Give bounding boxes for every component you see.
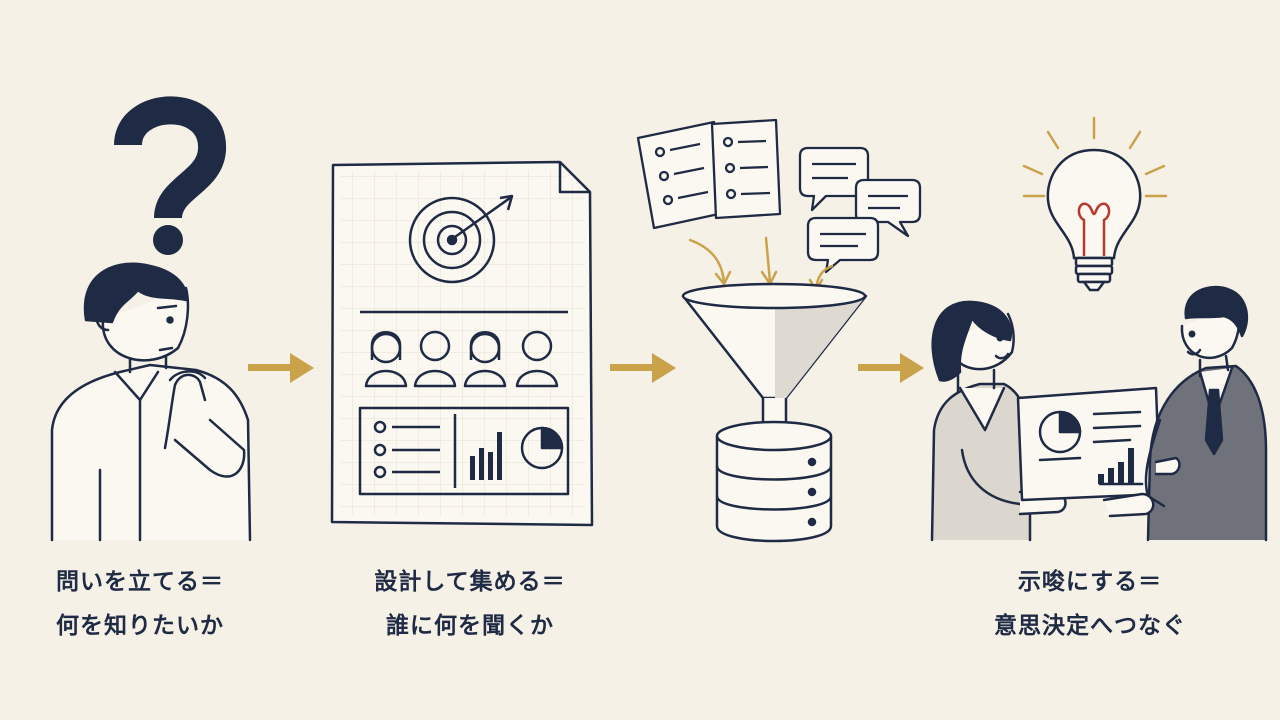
respondent-icon	[413, 330, 457, 388]
arrow-right-icon	[248, 353, 314, 383]
respondent-icon	[364, 331, 408, 388]
presenting-people-icon	[930, 285, 1268, 542]
funnel-icon	[681, 282, 868, 438]
caption-line2: 意思決定へつなぐ	[994, 613, 1186, 639]
target-icon	[408, 194, 514, 284]
caption-line2: 何を知りたいか	[56, 613, 224, 639]
step-caption-design: 設計して集める＝ 誰に何を聞くか	[340, 560, 600, 648]
speech-bubble-icon	[806, 216, 880, 274]
bar-chart-icon	[470, 432, 502, 480]
step-caption-question: 問いを立てる＝ 何を知りたいか	[20, 560, 260, 648]
caption-line1: 問いを立てる＝	[56, 569, 224, 595]
database-icon	[715, 420, 833, 543]
arrow-right-icon	[610, 353, 676, 383]
survey-document-icon	[330, 160, 594, 527]
step-caption-insight: 示唆にする＝ 意思決定へつなぐ	[940, 560, 1240, 648]
respondent-icon	[463, 331, 507, 388]
questionnaire-icon	[710, 118, 782, 220]
caption-line1: 設計して集める＝	[374, 569, 566, 595]
pie-chart-icon	[520, 426, 564, 470]
caption-line2: 誰に何を聞くか	[386, 613, 554, 639]
respondent-icon	[515, 330, 559, 388]
question-mark-icon	[114, 96, 226, 255]
caption-line1: 示唆にする＝	[1017, 569, 1163, 595]
thinking-person-icon	[50, 262, 252, 542]
arrow-right-icon	[858, 353, 924, 383]
light-bulb-icon	[1022, 116, 1168, 292]
